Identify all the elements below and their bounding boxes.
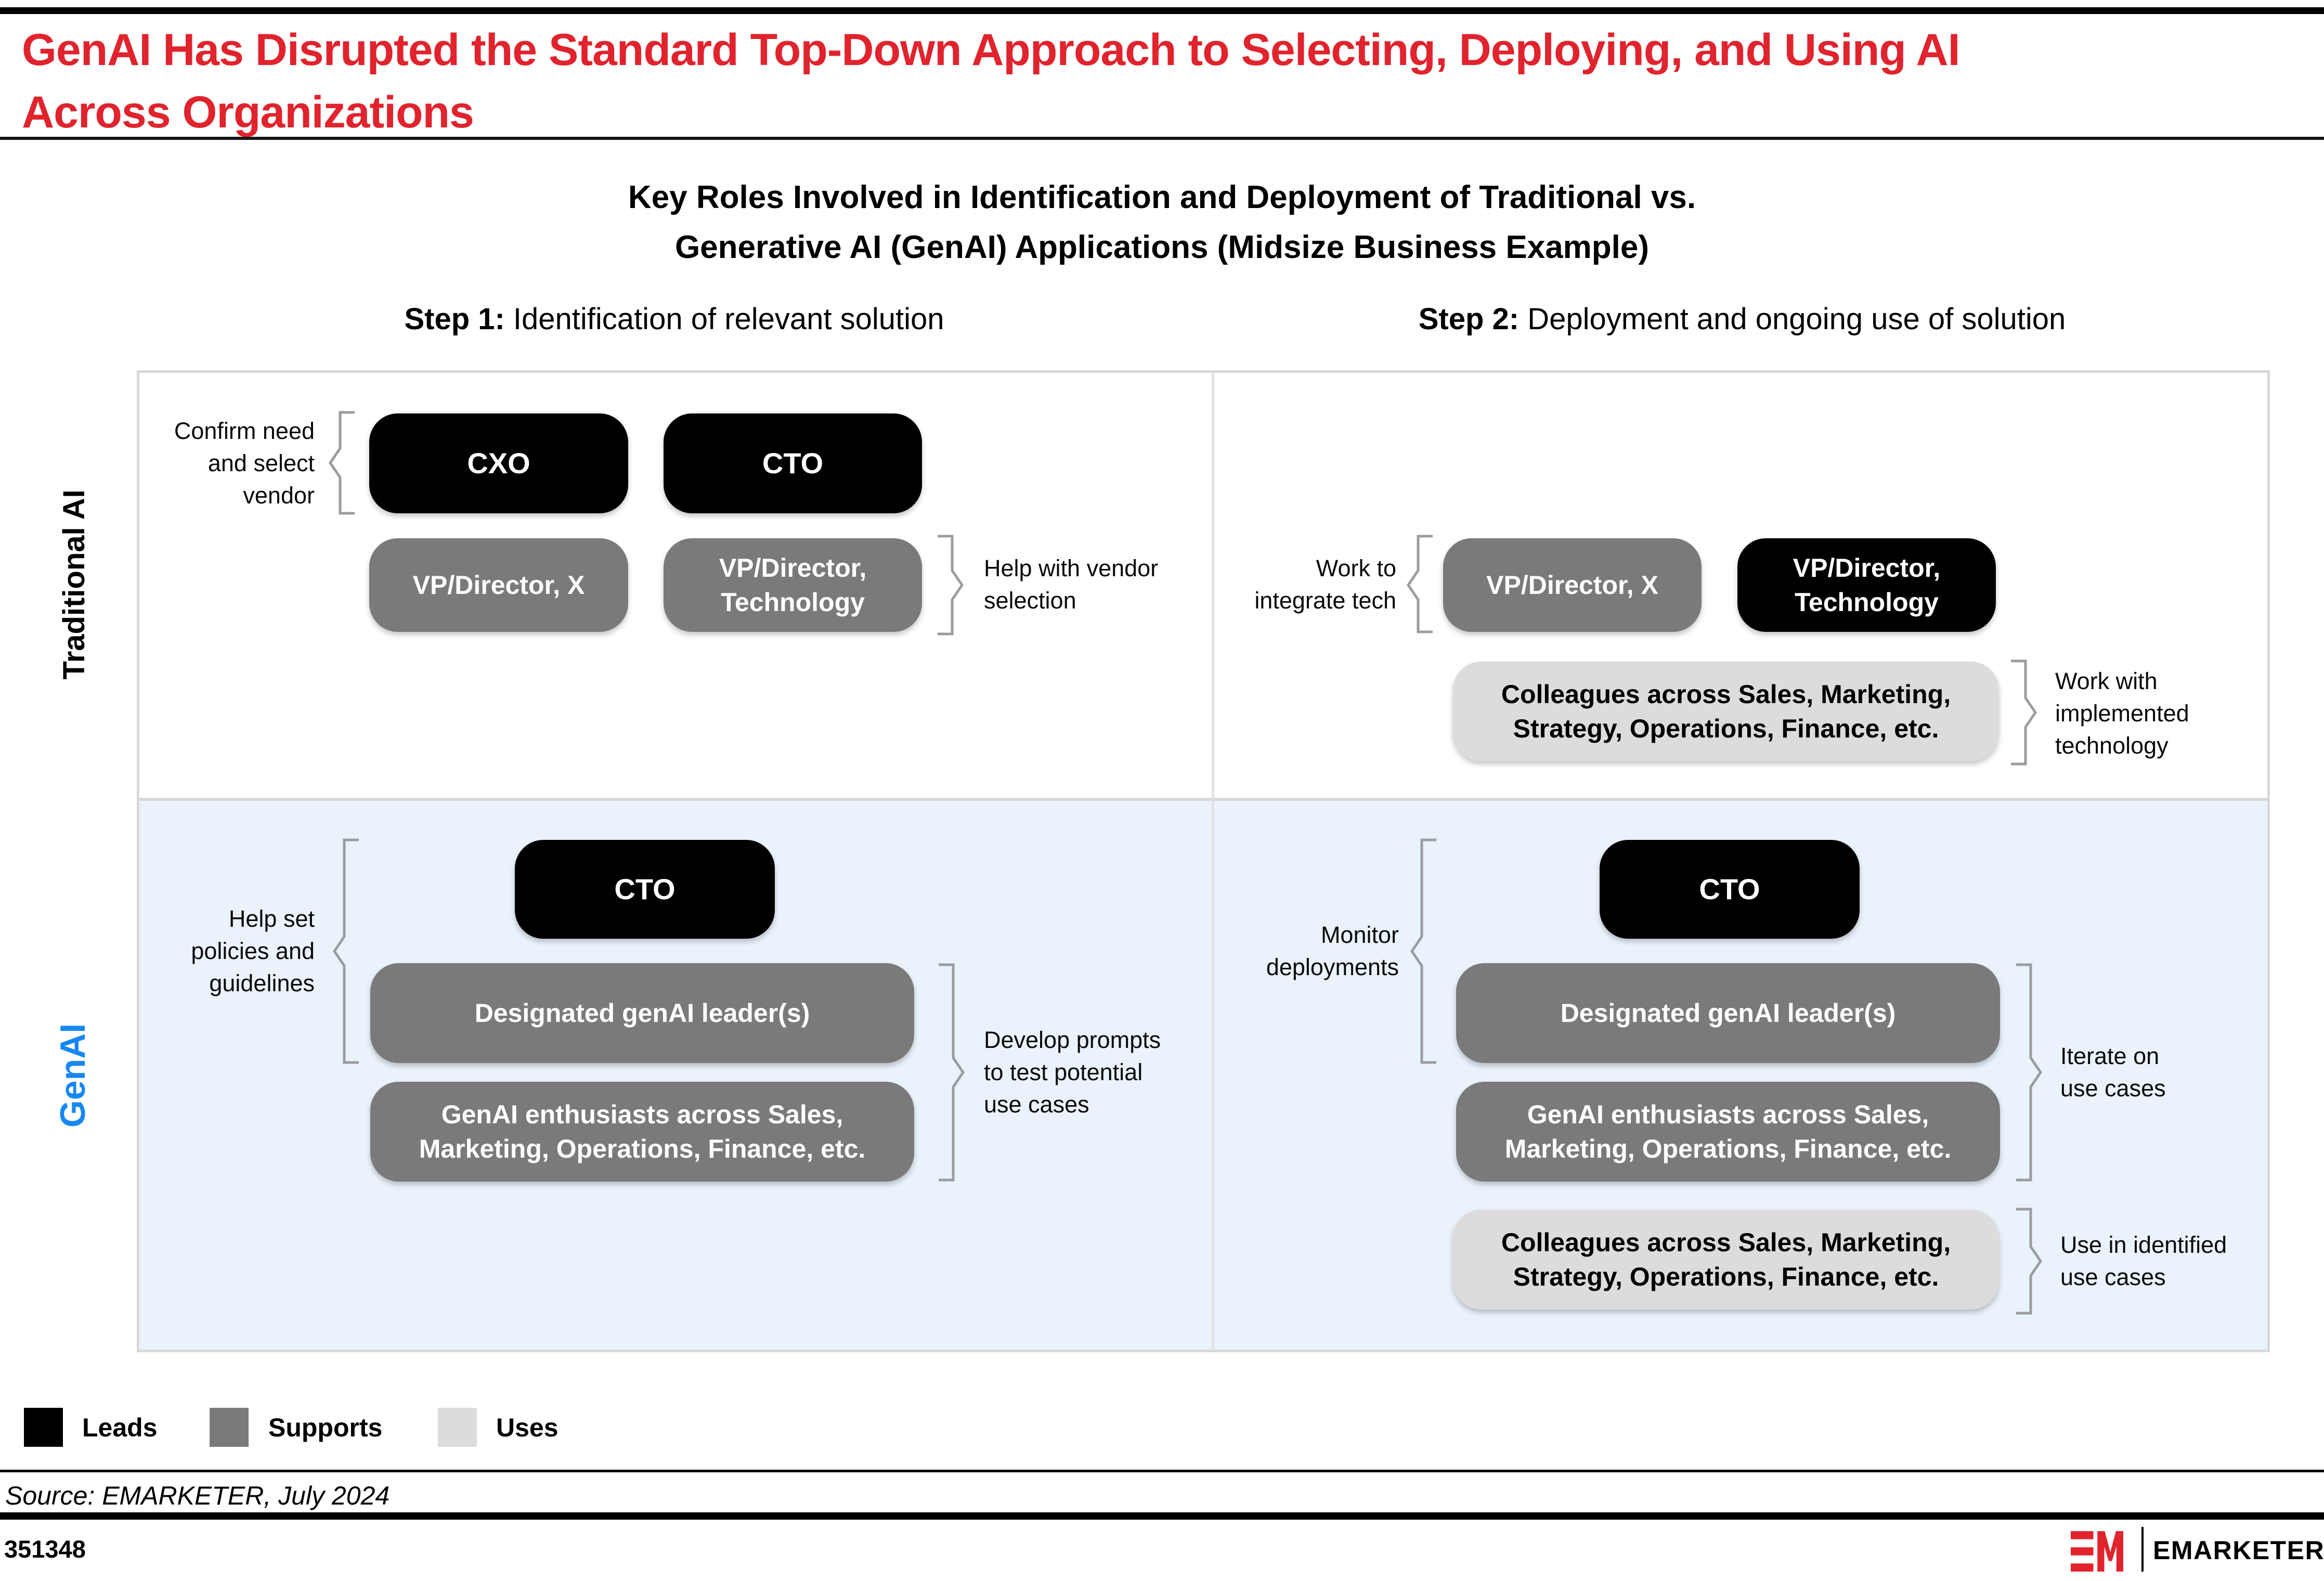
brace-icon bbox=[936, 963, 965, 1182]
chart-subtitle-line2: Generative AI (GenAI) Applications (Mids… bbox=[674, 229, 1650, 265]
emarketer-logo-icon bbox=[2071, 1531, 2123, 1574]
role-box-genai-leaders: Designated genAI leader(s) bbox=[370, 963, 914, 1063]
chart-subtitle: Key Roles Involved in Identification and… bbox=[0, 173, 2324, 273]
brace-icon bbox=[2008, 659, 2037, 766]
g1-left-annotation: Help set policies and guidelines bbox=[191, 905, 315, 996]
brace-icon bbox=[333, 838, 361, 1064]
brace-icon bbox=[1410, 838, 1439, 1064]
legend-label-supports: Supports bbox=[268, 1413, 383, 1442]
chart-id: 351348 bbox=[4, 1535, 86, 1563]
column-divider bbox=[1212, 373, 1214, 1350]
role-box-cto: CTO bbox=[515, 840, 775, 939]
chart-subtitle-line1: Key Roles Involved in Identification and… bbox=[628, 179, 1696, 215]
t1-right-annotation: Help with vendor selection bbox=[984, 555, 1159, 614]
diagram-frame bbox=[137, 370, 2270, 1352]
source-divider bbox=[0, 1470, 2324, 1472]
row-label-traditional-ai: Traditional AI bbox=[57, 489, 91, 680]
g1-right-annotation: Develop prompts to test potential use ca… bbox=[984, 1027, 1161, 1118]
legend-label-uses: Uses bbox=[496, 1413, 559, 1442]
role-box-vp-director-technology: VP/Director, Technology bbox=[664, 538, 922, 632]
role-box-vp-director-x: VP/Director, X bbox=[1443, 538, 1702, 632]
role-box-cxo: CXO bbox=[369, 413, 628, 513]
brace-icon bbox=[1407, 535, 1435, 636]
g2-right-annotation-iterate: Iterate on use cases bbox=[2060, 1043, 2166, 1101]
footer-divider bbox=[0, 1512, 2324, 1520]
legend-swatch-supports bbox=[210, 1408, 249, 1447]
role-box-cto: CTO bbox=[664, 413, 922, 513]
step1-label: Identification of relevant solution bbox=[504, 302, 944, 336]
page-title: GenAI Has Disrupted the Standard Top-Dow… bbox=[22, 19, 2310, 144]
brace-icon bbox=[2014, 1208, 2042, 1315]
g2-right-annotation-use: Use in identified use cases bbox=[2060, 1232, 2227, 1290]
legend-swatch-uses bbox=[438, 1408, 477, 1447]
role-box-vp-director-technology: VP/Director, Technology bbox=[1737, 538, 1996, 632]
t2-right-annotation: Work with implemented technology bbox=[2055, 668, 2189, 759]
role-box-colleagues: Colleagues across Sales, Marketing, Stra… bbox=[1453, 662, 1999, 761]
row-divider bbox=[139, 798, 2267, 801]
t2-left-annotation: Work to integrate tech bbox=[1254, 555, 1396, 614]
t1-left-annotation: Confirm need and select vendor bbox=[174, 418, 315, 509]
page-title-line1: GenAI Has Disrupted the Standard Top-Dow… bbox=[22, 25, 1960, 75]
role-box-vp-director-x: VP/Director, X bbox=[369, 538, 628, 632]
top-black-bar bbox=[0, 7, 2324, 14]
step2-label: Deployment and ongoing use of solution bbox=[1519, 302, 2066, 336]
legend-label-leads: Leads bbox=[82, 1413, 158, 1442]
role-box-colleagues: Colleagues across Sales, Marketing, Stra… bbox=[1453, 1210, 1999, 1310]
role-box-genai-leaders: Designated genAI leader(s) bbox=[1456, 963, 2000, 1063]
legend-swatch-leads bbox=[24, 1408, 63, 1447]
source-note: Source: EMARKETER, July 2024 bbox=[5, 1481, 390, 1510]
row-label-genai: GenAI bbox=[53, 1023, 93, 1128]
brace-icon bbox=[329, 411, 357, 515]
brace-icon bbox=[935, 535, 964, 636]
role-box-genai-enthusiasts: GenAI enthusiasts across Sales, Marketin… bbox=[1456, 1082, 2000, 1182]
role-box-cto: CTO bbox=[1600, 840, 1860, 939]
page-title-line2: Across Organizations bbox=[22, 87, 474, 137]
role-box-genai-enthusiasts: GenAI enthusiasts across Sales, Marketin… bbox=[370, 1082, 914, 1182]
step1-header: Step 1: Identification of relevant solut… bbox=[137, 303, 1212, 336]
brace-icon bbox=[2014, 963, 2042, 1182]
step1-prefix: Step 1: bbox=[404, 302, 505, 336]
g2-left-annotation: Monitor deployments bbox=[1266, 922, 1399, 980]
step2-header: Step 2: Deployment and ongoing use of so… bbox=[1214, 303, 2270, 336]
logo-divider bbox=[2141, 1527, 2144, 1572]
step2-prefix: Step 2: bbox=[1418, 302, 1520, 336]
brand-wordmark: EMARKETER bbox=[2153, 1536, 2324, 1565]
title-divider bbox=[0, 137, 2324, 140]
